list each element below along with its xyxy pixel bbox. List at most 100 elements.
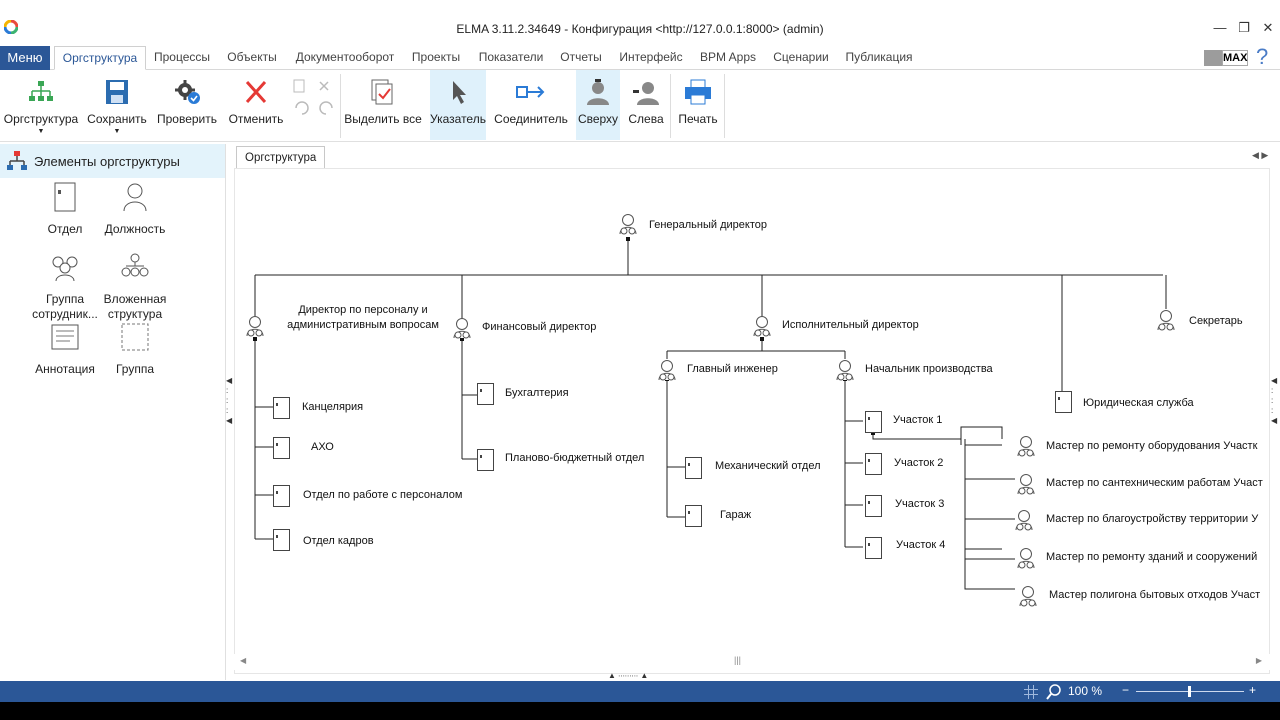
diagram-canvas[interactable]: Генеральный директор Директор по персона… (234, 168, 1270, 674)
connector-button[interactable]: Соединитель (492, 70, 570, 140)
node-hr-dept-label: Отдел кадров (303, 535, 374, 547)
node-production-head-person-icon[interactable] (836, 359, 854, 381)
pointer-button[interactable]: Указатель (430, 70, 486, 140)
node-master3-person-icon[interactable] (1015, 509, 1033, 531)
node-secretary-person-icon[interactable] (1157, 309, 1175, 331)
print-button[interactable]: Печать (674, 70, 722, 140)
select-all-icon (371, 79, 393, 105)
dropdown-caret-icon: ▼ (113, 128, 121, 135)
position-icon (123, 183, 147, 212)
minimize-icon[interactable]: — (1213, 20, 1227, 35)
node-site4-label: Участок 4 (896, 539, 946, 551)
maximize-icon[interactable]: ❐ (1238, 20, 1250, 35)
node-legal-department-icon[interactable] (1055, 391, 1072, 413)
node-legal-label: Юридическая служба (1083, 397, 1194, 409)
node-planning-department-icon[interactable] (477, 449, 494, 471)
node-ceo-person-icon[interactable] (619, 213, 637, 235)
main-menu-button[interactable]: Меню (0, 46, 50, 70)
node-master4-person-icon[interactable] (1017, 547, 1035, 569)
tab-scenarios[interactable]: Сценарии (773, 50, 829, 64)
scroll-thumb-icon[interactable]: ||| (734, 655, 742, 665)
layout-top-button[interactable]: Сверху (576, 70, 620, 140)
tab-scroll-arrows-icon[interactable]: ◀ ▶ (1252, 150, 1269, 160)
close-icon[interactable]: ✕ (1262, 20, 1274, 35)
tab-docflow[interactable]: Документооборот (295, 50, 395, 64)
node-chief-engineer-label: Главный инженер (687, 363, 778, 375)
node-master2-person-icon[interactable] (1017, 473, 1035, 495)
node-hr-dept-department-icon[interactable] (273, 529, 290, 551)
node-personnel-work-department-icon[interactable] (273, 485, 290, 507)
node-exec-director-person-icon[interactable] (753, 315, 771, 337)
title-bar: ELMA 3.11.2.34649 - Конфигурация <http:/… (0, 0, 1280, 42)
grid-icon[interactable] (1024, 685, 1038, 699)
elements-panel-header: Элементы оргструктуры (0, 144, 225, 178)
tool-department[interactable]: Отдел (30, 182, 100, 237)
node-site3-label: Участок 3 (895, 498, 945, 510)
zoom-search-icon[interactable] (1046, 684, 1062, 700)
scroll-left-icon[interactable]: ◀ (240, 656, 247, 665)
node-master5-person-icon[interactable] (1019, 585, 1037, 607)
node-fin-director-label: Финансовый директор (482, 321, 597, 333)
help-icon[interactable]: ? (1256, 44, 1269, 69)
select-all-button[interactable]: Выделить все (344, 70, 422, 140)
node-exec-director-label: Исполнительный директор (782, 319, 919, 331)
node-chief-engineer-person-icon[interactable] (658, 359, 676, 381)
node-axo-department-icon[interactable] (273, 437, 290, 459)
scroll-right-icon[interactable]: ▶ (1255, 656, 1262, 665)
tab-projects[interactable]: Проекты (411, 50, 461, 64)
right-panel-splitter-icon[interactable]: ◀:::◀ (1271, 376, 1278, 425)
tool-group-employees[interactable]: Группа сотрудник... (30, 252, 100, 322)
node-hr-director-person-icon[interactable] (246, 315, 264, 337)
tool-position[interactable]: Должность (100, 182, 170, 237)
zoom-slider-thumb[interactable] (1188, 686, 1191, 697)
bottom-splitter-icon[interactable]: ▲ ∙∙∙∙∙∙∙∙∙ ▲ (608, 671, 649, 680)
ribbon-toolbar: Оргструктура ▼ Сохранить ▼ Проверить Отм… (0, 70, 1280, 142)
node-site2-department-icon[interactable] (865, 453, 882, 475)
tab-bpm-apps[interactable]: BPM Apps (699, 50, 757, 64)
orgstructure-button[interactable]: Оргструктура ▼ (2, 70, 80, 140)
node-site4-department-icon[interactable] (865, 537, 882, 559)
node-hr-director-label: Директор по персоналу и административным… (287, 304, 439, 331)
document-tab[interactable]: Оргструктура (236, 146, 326, 168)
node-personnel-work-label: Отдел по работе с персоналом (303, 489, 463, 501)
zoom-in-icon[interactable]: + (1249, 683, 1257, 697)
node-master2-label: Мастер по сантехническим работам Участ (1046, 477, 1263, 489)
check-button[interactable]: Проверить (154, 70, 220, 140)
horizontal-scrollbar[interactable]: ◀ ||| ▶ (234, 654, 1270, 670)
max-toggle[interactable]: MAX (1204, 50, 1248, 66)
node-fin-director-person-icon[interactable] (453, 317, 471, 339)
tab-indicators[interactable]: Показатели (478, 50, 544, 64)
elements-panel: Элементы оргструктуры Отдел Должность Гр… (0, 144, 226, 680)
department-icon (54, 182, 76, 212)
printer-icon (685, 79, 711, 105)
node-site1-department-icon[interactable] (865, 411, 882, 433)
group-employees-icon (52, 256, 78, 282)
tool-annotation[interactable]: Аннотация (30, 322, 100, 377)
layout-left-button[interactable]: Слева (624, 70, 668, 140)
node-accounting-department-icon[interactable] (477, 383, 494, 405)
node-garage-department-icon[interactable] (685, 505, 702, 527)
node-mech-dept-department-icon[interactable] (685, 457, 702, 479)
zoom-out-icon[interactable]: − (1122, 683, 1130, 697)
tab-objects[interactable]: Объекты (227, 50, 277, 64)
ribbon-separator (340, 74, 341, 138)
cancel-button[interactable]: Отменить (224, 70, 288, 140)
nested-structure-icon (121, 253, 149, 277)
ribbon-separator (724, 74, 725, 138)
node-master1-person-icon[interactable] (1017, 435, 1035, 457)
tab-processes[interactable]: Процессы (153, 50, 210, 64)
tab-interface[interactable]: Интерфейс (619, 50, 683, 64)
node-master4-label: Мастер по ремонту зданий и сооружений (1046, 551, 1258, 563)
save-button[interactable]: Сохранить ▼ (84, 70, 150, 140)
tool-group[interactable]: Группа (100, 322, 170, 377)
tool-nested-structure[interactable]: Вложенная структура (100, 252, 170, 322)
node-chancellery-department-icon[interactable] (273, 397, 290, 419)
tab-publication[interactable]: Публикация (845, 50, 913, 64)
tool-position-label: Должность (104, 222, 166, 236)
left-panel-splitter-icon[interactable]: ◀:::◀ (226, 376, 233, 425)
tab-orgstructure[interactable]: Оргструктура (54, 46, 146, 70)
taskbar-strip (0, 702, 1280, 720)
node-site3-department-icon[interactable] (865, 495, 882, 517)
tab-reports[interactable]: Отчеты (560, 50, 602, 64)
diagram-connectors (253, 237, 1167, 590)
